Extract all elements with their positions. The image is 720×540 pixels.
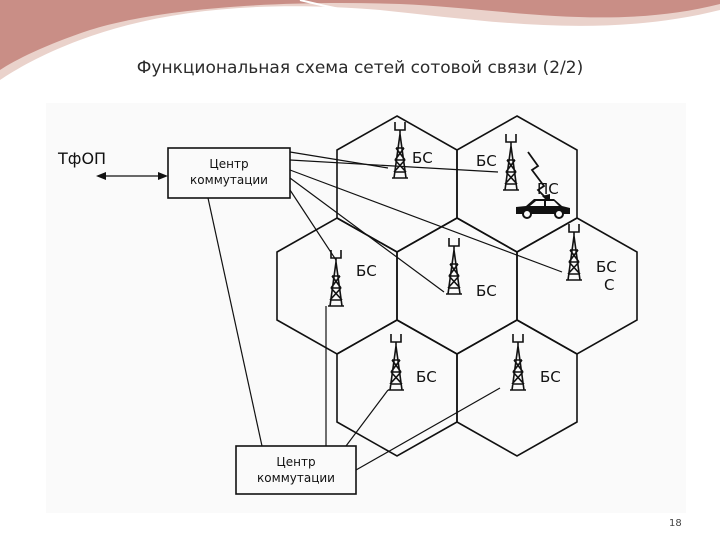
link-top-to-bs-5: [289, 189, 337, 261]
bs-tower-icon: [392, 122, 408, 179]
page-number: 18: [669, 518, 682, 529]
switch-center-top-line2: коммутации: [190, 173, 268, 187]
bs-label: БС: [356, 262, 377, 280]
bs-label: БС: [540, 368, 561, 386]
car-icon: [516, 199, 570, 219]
bs-tower-icon: [328, 250, 344, 307]
pstn-arrow-left-icon: [96, 172, 106, 180]
bs-label: БС: [412, 149, 433, 167]
pstn-label: ТфОП: [57, 149, 106, 168]
link-top-to-bs-3: [289, 169, 563, 273]
link-top-to-bottom-center: [207, 197, 263, 447]
bs-label: БС: [416, 368, 437, 386]
switch-center-bottom-line2: коммутации: [257, 471, 335, 485]
bs-tower-icon: [446, 238, 462, 295]
bs-label: БС: [476, 282, 497, 300]
bs-label: БС: [476, 152, 497, 170]
switch-center-top-line1: Центр: [209, 157, 248, 171]
bs-tower-icon: [503, 134, 519, 191]
radio-link-icon: [527, 151, 549, 201]
link-bottom-to-bs-bottom-right: [355, 387, 501, 471]
extra-label: С: [604, 276, 614, 294]
link-top-to-bs-2: [289, 159, 499, 173]
switch-center-bottom-line1: Центр: [276, 455, 315, 469]
link-bottom-to-bs-bottom-left: [345, 389, 389, 447]
bs-tower-icon: [566, 224, 582, 281]
hex-cell-bottom-right: [456, 319, 578, 457]
ms-label: ПС: [537, 180, 559, 198]
header-wave-decoration: [0, 0, 720, 80]
diagram-background: [46, 103, 686, 513]
pstn-arrow-right-icon: [158, 172, 168, 180]
bs-label: БС: [596, 258, 617, 276]
slide-title: Функциональная схема сетей сотовой связи…: [136, 58, 584, 78]
link-top-to-bs-1: [289, 151, 389, 169]
link-top-to-bs-4: [289, 177, 445, 293]
bs-tower-icon: [388, 334, 404, 391]
switch-center-top-box: [167, 147, 291, 199]
bs-tower-icon: [510, 334, 526, 391]
